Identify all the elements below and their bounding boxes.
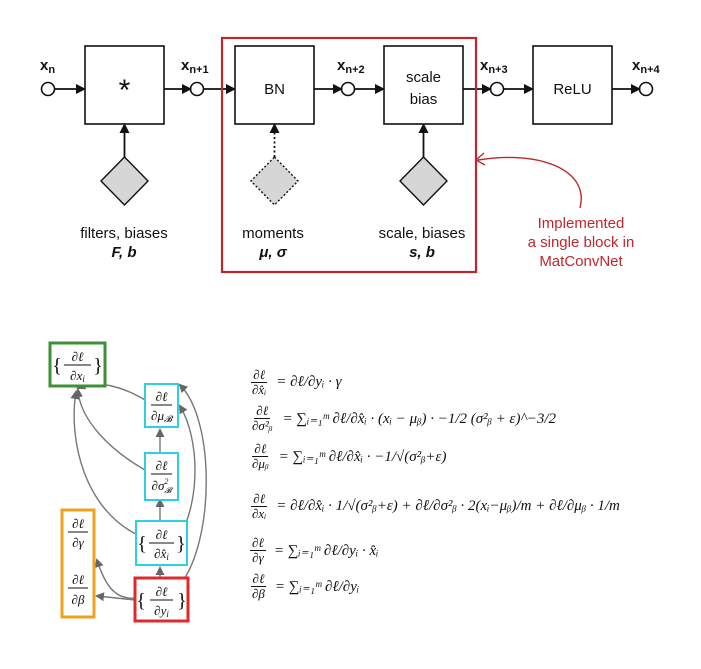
dyi-num: ∂ℓ xyxy=(156,584,168,599)
scale-bias-param-diamond xyxy=(399,155,448,207)
equation-dl-dbeta: ∂ℓ∂β = ∑ᵢ₌₁ᵐ ∂ℓ/∂yᵢ xyxy=(250,572,359,600)
dyi-den: ∂yi xyxy=(154,603,169,619)
node-dl-dgamma-dbeta xyxy=(60,508,96,619)
node-xn2 xyxy=(340,81,356,97)
equation-lhs: ∂ℓ∂xᵢ xyxy=(251,491,268,521)
bn-block xyxy=(234,45,315,125)
scale-label: scale xyxy=(406,69,441,86)
equation-lhs: ∂ℓ∂β xyxy=(250,571,267,601)
node-xn1 xyxy=(189,81,205,97)
moments-symbols: μ, σ xyxy=(258,244,287,261)
dxi-num: ∂ℓ xyxy=(72,349,84,364)
annotation-arrow xyxy=(477,156,582,209)
dxhat-den: ∂x̂i xyxy=(154,546,169,562)
dbeta-den: ∂β xyxy=(72,592,85,607)
equation-rhs: = ∑ᵢ₌₁ᵐ ∂ℓ/∂yᵢ · x̂ᵢ xyxy=(273,542,379,559)
equation-lhs: ∂ℓ∂γ xyxy=(250,535,266,565)
edge-dyi-dgam xyxy=(94,558,136,599)
moments-param-diamond xyxy=(250,155,299,207)
dxi-brace-l: { xyxy=(52,355,62,377)
equation-lhs: ∂ℓ∂μᵦ xyxy=(252,441,269,471)
equation-dl-dmu: ∂ℓ∂μᵦ = ∑ᵢ₌₁ᵐ ∂ℓ/∂x̂ᵢ · −1/√(σ²ᵦ+ε) xyxy=(250,442,446,470)
conv-label: * xyxy=(119,74,131,107)
dsig-num: ∂ℓ xyxy=(156,458,168,473)
moments-label: moments xyxy=(242,225,304,242)
filters-symbols: F, b xyxy=(112,244,137,261)
annotation-line-1: Implemented xyxy=(538,215,625,232)
relu-block xyxy=(532,45,613,125)
dgam-den: ∂γ xyxy=(72,535,84,550)
dmu-num: ∂ℓ xyxy=(156,389,168,404)
equation-rhs: = ∑ᵢ₌₁ᵐ ∂ℓ/∂x̂ᵢ · (xᵢ − μᵦ) · −1/2 (σ²ᵦ … xyxy=(282,410,557,427)
dxhat-brace-l: { xyxy=(137,533,147,555)
bias-label: bias xyxy=(410,91,438,108)
var-xn4: xn+4 xyxy=(632,57,660,76)
var-xn: xn xyxy=(40,57,55,76)
equation-dl-dxhat: ∂ℓ∂x̂ᵢ = ∂ℓ/∂yᵢ · γ xyxy=(250,368,342,396)
dmu-den: ∂μ𝓑 xyxy=(151,408,174,424)
edge-dxhat-dxi xyxy=(70,390,139,536)
conv-block xyxy=(84,45,165,125)
annotation-line-2: a single block in xyxy=(528,234,635,251)
annotation-arrow-head xyxy=(474,152,486,166)
node-dl-dsigma2 xyxy=(144,452,179,501)
edge-dyi-dmu xyxy=(178,383,207,586)
var-xn2: xn+2 xyxy=(337,57,365,76)
node-xn3 xyxy=(489,81,505,97)
dyi-brace-r: } xyxy=(177,590,187,612)
equation-dl-dsigma2: ∂ℓ∂σ²ᵦ = ∑ᵢ₌₁ᵐ ∂ℓ/∂x̂ᵢ · (xᵢ − μᵦ) · −1/… xyxy=(250,404,556,432)
scale-biases-label: scale, biases xyxy=(379,225,466,242)
edge-dxhat-dmu xyxy=(178,404,196,537)
dgam-num: ∂ℓ xyxy=(72,516,84,531)
equation-rhs: = ∂ℓ/∂yᵢ · γ xyxy=(276,373,342,390)
matconvnet-block-highlight xyxy=(220,36,478,274)
edge-dyi-dbeta xyxy=(95,592,136,602)
scale-biases-symbols: s, b xyxy=(409,244,435,261)
node-dl-dxi xyxy=(48,341,107,388)
equation-lhs: ∂ℓ∂σ²ᵦ xyxy=(252,403,273,433)
bn-label: BN xyxy=(264,81,285,98)
filters-param-diamond xyxy=(100,155,149,207)
equation-dl-dxi: ∂ℓ∂xᵢ = ∂ℓ/∂x̂ᵢ · 1/√(σ²ᵦ+ε) + ∂ℓ/∂σ²ᵦ ·… xyxy=(250,492,620,520)
node-xn xyxy=(40,81,56,97)
dyi-brace-l: { xyxy=(136,590,146,612)
dxi-brace-r: } xyxy=(93,355,103,377)
scale-bias-block xyxy=(383,45,464,125)
equation-lhs: ∂ℓ∂x̂ᵢ xyxy=(251,367,268,397)
annotation-line-3: MatConvNet xyxy=(539,253,623,270)
relu-label: ReLU xyxy=(553,81,591,98)
equation-rhs: = ∂ℓ/∂x̂ᵢ · 1/√(σ²ᵦ+ε) + ∂ℓ/∂σ²ᵦ · 2(xᵢ−… xyxy=(276,497,620,514)
equation-rhs: = ∑ᵢ₌₁ᵐ ∂ℓ/∂x̂ᵢ · −1/√(σ²ᵦ+ε) xyxy=(278,448,447,465)
dxhat-brace-r: } xyxy=(176,533,186,555)
edge-dsig-dxi xyxy=(73,388,146,471)
dbeta-num: ∂ℓ xyxy=(72,572,84,587)
var-xn1: xn+1 xyxy=(181,57,209,76)
filters-label: filters, biases xyxy=(80,225,168,242)
dxhat-num: ∂ℓ xyxy=(156,527,168,542)
dxi-den: ∂xi xyxy=(70,368,85,384)
node-xn4 xyxy=(638,81,654,97)
var-xn3: xn+3 xyxy=(480,57,508,76)
equation-dl-dgamma: ∂ℓ∂γ = ∑ᵢ₌₁ᵐ ∂ℓ/∂yᵢ · x̂ᵢ xyxy=(250,536,378,564)
equation-rhs: = ∑ᵢ₌₁ᵐ ∂ℓ/∂yᵢ xyxy=(274,578,360,595)
